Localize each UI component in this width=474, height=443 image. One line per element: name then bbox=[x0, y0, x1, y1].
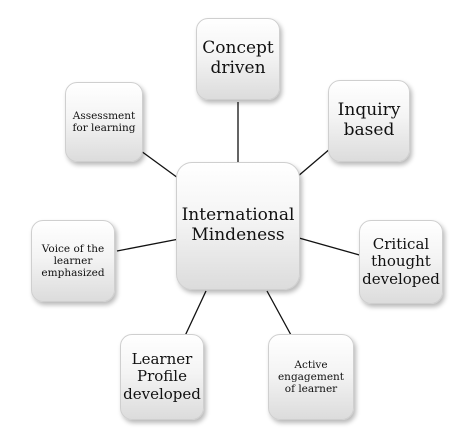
node-active-label: Active engagement of learner bbox=[277, 358, 345, 396]
node-voice-label: Voice of the learner emphasized bbox=[41, 242, 105, 280]
connector-assessment bbox=[140, 150, 179, 179]
node-assessment-label: Assessment for learning bbox=[72, 109, 136, 134]
node-concept-driven-label: Concept driven bbox=[202, 38, 274, 78]
node-voice-of-learner: Voice of the learner emphasized bbox=[31, 220, 115, 302]
node-critical-label: Critical thought developed bbox=[362, 235, 440, 288]
node-center-label: International Mindeness bbox=[181, 205, 295, 245]
node-international-mindeness: International Mindeness bbox=[176, 162, 300, 290]
node-inquiry-based-label: Inquiry based bbox=[337, 100, 401, 140]
connector-voice bbox=[116, 238, 180, 252]
connector-profile bbox=[183, 290, 207, 339]
connector-active bbox=[266, 290, 292, 336]
node-inquiry-based: Inquiry based bbox=[328, 80, 410, 162]
connector-critical bbox=[298, 237, 364, 257]
node-profile-label: Learner Profile developed bbox=[123, 350, 201, 403]
node-assessment-for-learning: Assessment for learning bbox=[65, 82, 143, 162]
connector-inquiry bbox=[296, 147, 332, 178]
node-active-engagement: Active engagement of learner bbox=[268, 334, 354, 420]
node-concept-driven: Concept driven bbox=[196, 18, 280, 100]
node-learner-profile: Learner Profile developed bbox=[120, 334, 204, 420]
node-critical-thought: Critical thought developed bbox=[359, 220, 443, 304]
